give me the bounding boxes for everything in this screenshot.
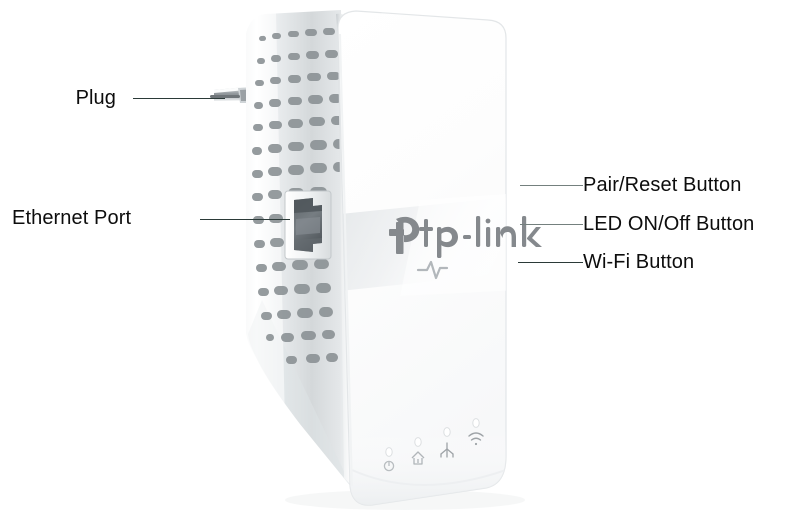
callout-label-ethernet-port: Ethernet Port [12,207,132,229]
wifi-indicator [468,418,484,446]
pulse-icon [416,260,449,280]
leader-line-pair-reset-button [520,185,583,186]
callout-label-plug: Plug [75,87,116,109]
callout-label-wifi-button: Wi-Fi Button [583,251,695,273]
callout-label-led-on-off-button: LED ON/Off Button [583,213,755,235]
indicator-row [383,418,484,472]
callout-label-pair-reset-button: Pair/Reset Button [583,174,742,196]
power-indicator [383,447,395,472]
leader-line-ethernet-port [200,219,290,220]
leader-line-led-on-off-button [520,224,583,225]
ethernet-indicator [440,427,454,458]
tp-link-logo [389,216,542,258]
ethernet-port [284,190,332,260]
device-front-face [337,10,507,506]
leader-line-wifi-button [518,262,583,263]
powerline-indicator [411,437,425,465]
leader-line-plug [133,98,225,99]
